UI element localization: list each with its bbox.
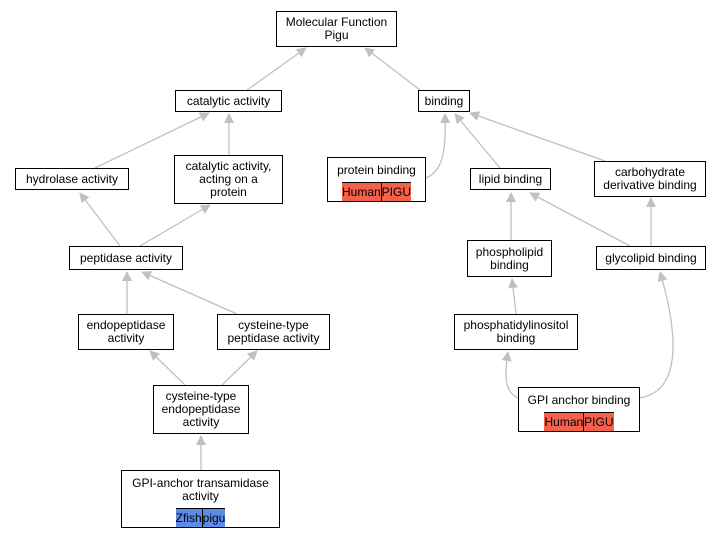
edge-binding-root [364,47,421,91]
node-root[interactable]: Molecular Function Pigu [276,11,397,47]
species-tag: Human [341,184,381,199]
edge-gpibinding-phosphatidylinositol [501,351,519,399]
edge-cysteinepeptidase-peptidase [141,271,238,315]
node-lipid-binding[interactable]: lipid binding [470,168,551,190]
edge-catalytic-root [246,47,307,91]
node-label: protein binding [337,162,416,177]
node-endopeptidase-activity[interactable]: endopeptidase activity [78,314,174,350]
node-label: GPI anchor binding [527,392,631,407]
edge-phosphatidylinositol-phospholipid [508,278,518,315]
node-phosphatidylinositol-binding[interactable]: phosphatidylinositol binding [454,314,578,350]
species-tag: Zfish [175,510,202,525]
species-tag: Human [544,414,584,429]
annotation-row: Human PIGU [341,182,412,201]
gene-tag: PIGU [583,413,614,431]
node-phospholipid-binding[interactable]: phospholipid binding [467,240,552,277]
edge-cysteineendo-cysteinepeptidase [221,350,258,386]
edge-hydrolase-catalytic [94,112,210,169]
node-carbohydrate-derivative-binding[interactable]: carbohydrate derivative binding [594,161,706,197]
node-cysteine-type-endopeptidase[interactable]: cysteine-type endopeptidase activity [153,385,249,434]
edge-cysteineendo-endopeptidase [149,350,186,386]
annotation-row: Zfish pigu [175,508,226,527]
node-gpi-anchor-binding[interactable]: GPI anchor binding Human PIGU [518,387,640,432]
edge-proteinbinding-binding [425,113,451,179]
node-hydrolase-activity[interactable]: hydrolase activity [15,168,129,190]
gene-tag: PIGU [380,183,411,201]
node-label: GPI-anchor transamidase activity [132,475,269,503]
edge-lipid-binding [454,113,501,169]
annotation-row: Human PIGU [544,412,614,431]
node-peptidase-activity[interactable]: peptidase activity [69,246,183,270]
node-gpi-anchor-transamidase[interactable]: GPI-anchor transamidase activity Zfish p… [121,470,280,528]
node-catalytic-activity[interactable]: catalytic activity [175,90,282,112]
edge-peptidase-catprotein [139,204,211,247]
edge-carbohydrate-binding [469,111,606,162]
gene-tag: pigu [201,509,225,527]
node-glycolipid-binding[interactable]: glycolipid binding [596,246,706,270]
node-binding[interactable]: binding [418,90,470,112]
node-catalytic-acting-on-protein[interactable]: catalytic activity, acting on a protein [174,155,283,204]
edge-gpibinding-glycolipid [638,271,674,399]
node-cysteine-type-peptidase[interactable]: cysteine-type peptidase activity [217,314,330,350]
edge-peptidase-hydrolase [79,192,121,247]
node-protein-binding[interactable]: protein binding Human PIGU [327,157,426,202]
edge-glycolipid-lipid [529,192,631,247]
